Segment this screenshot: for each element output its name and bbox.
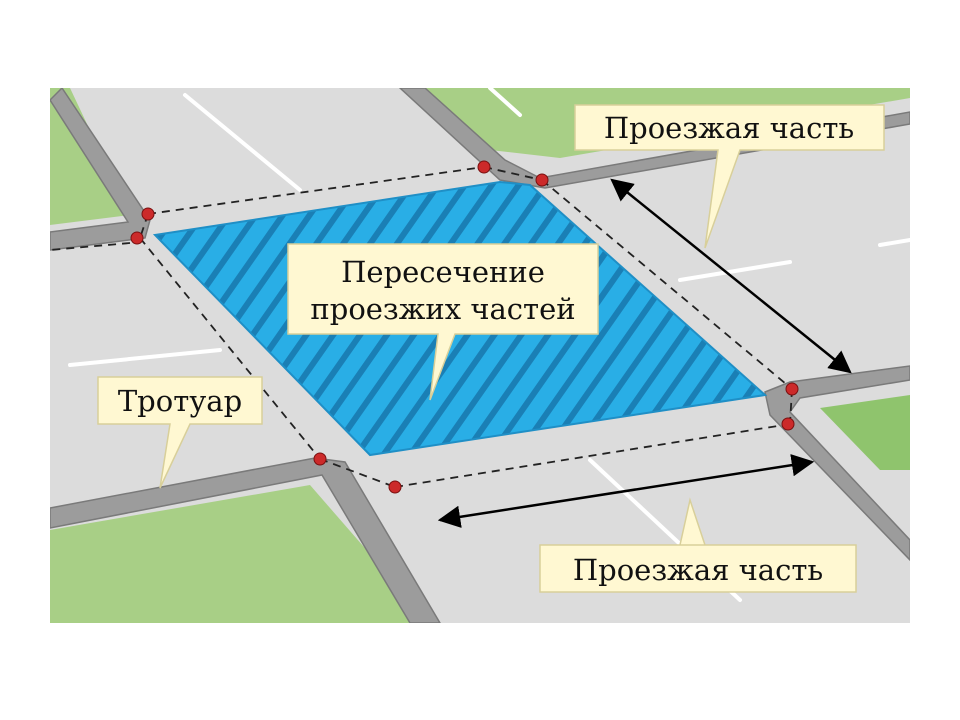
corner-marker (477, 160, 491, 174)
corner-marker (785, 382, 799, 396)
corner-marker (388, 480, 402, 494)
carriageway-width-arrow-right (610, 178, 852, 374)
corner-marker (781, 417, 795, 431)
grass-bottom-right (820, 395, 910, 470)
callout-intersection: Пересечение проезжих частей (287, 243, 599, 401)
callout-carriageway-bottom: Проезжая часть (539, 497, 857, 593)
callout-sidewalk: Тротуар (97, 376, 263, 489)
label-carriageway-bottom: Проезжая часть (573, 553, 823, 587)
label-sidewalk: Тротуар (118, 384, 242, 418)
callout-carriageway-top: Проезжая часть (574, 104, 885, 249)
corner-marker (130, 231, 144, 245)
grass-bottom-left (50, 485, 430, 623)
corner-marker (313, 452, 327, 466)
label-intersection-line2: проезжих частей (310, 292, 575, 326)
carriageway-width-arrow-bottom (437, 454, 815, 528)
label-carriageway-top: Проезжая часть (604, 111, 854, 145)
label-intersection-line1: Пересечение (341, 255, 545, 289)
corner-marker (141, 207, 155, 221)
corner-markers (130, 160, 799, 494)
corner-marker (535, 173, 549, 187)
